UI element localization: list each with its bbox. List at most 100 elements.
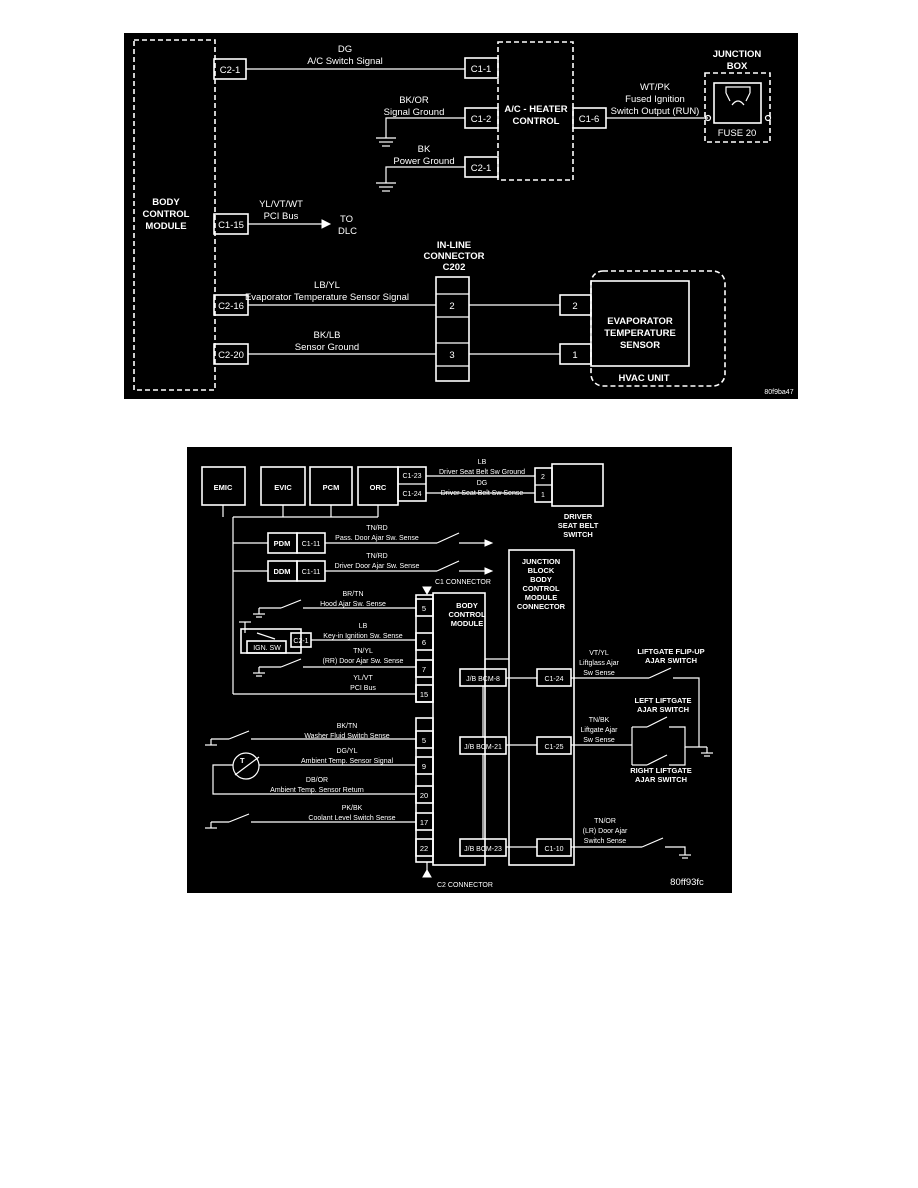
wire-tnrd1-name: Pass. Door Ajar Sw. Sense: [335, 535, 419, 542]
conn-c2-1: C2-1: [293, 638, 308, 645]
conn-c1-25: C1-25: [544, 744, 563, 751]
heater-label-1: A/C - HEATER: [504, 104, 567, 115]
wire-vtyl-name-1: Liftglass Ajar: [579, 660, 619, 667]
bcm-label-1: BODY: [456, 601, 478, 610]
c2-pin-17: 17: [420, 818, 428, 827]
bcm-label-2: CONTROL: [143, 209, 190, 220]
wire-dg-name: Driver Seat Belt Sw Sense: [441, 490, 524, 497]
wire-tnbk-name-1: Liftgate Ajar: [581, 727, 619, 734]
pci-bus-lines: [222, 505, 416, 695]
module-boxes: EMIC EVIC PCM ORC: [201, 466, 399, 506]
jb-bcm-23: J/B BCM-23: [464, 846, 502, 853]
seatbelt-pin-1: 1: [541, 492, 545, 499]
module-emic-label: EMIC: [214, 483, 233, 492]
wire-wtpk-name-1: Fused Ignition: [625, 94, 685, 105]
heater-label-2: CONTROL: [513, 116, 560, 127]
conn-c1-6: C1-6: [579, 114, 600, 125]
sensor-label-3: SENSOR: [620, 340, 660, 351]
wire-bklb-name: Sensor Ground: [295, 342, 359, 353]
fuse-label: FUSE 20: [718, 128, 757, 139]
ground-icon: [376, 137, 396, 192]
sensor-pin-2: 2: [572, 301, 577, 312]
wire-tnbk-color: TN/BK: [589, 717, 610, 724]
wire-bktn-color: BK/TN: [337, 723, 358, 730]
seatbelt-label-3: SWITCH: [563, 530, 593, 539]
wire-tnor-name-2: Switch Sense: [584, 838, 627, 845]
wire-lb-color: LB: [478, 459, 487, 466]
to-dlc-2: DLC: [338, 226, 357, 237]
jb-label-2: BLOCK: [528, 566, 555, 575]
liftgate-flip-label-2: AJAR SWITCH: [645, 656, 697, 665]
inline-label-2: CONNECTOR: [423, 251, 484, 262]
wire-lbyl-color: LB/YL: [314, 280, 340, 291]
wire-dg-name: A/C Switch Signal: [307, 56, 383, 67]
inline-pin-3: 3: [449, 350, 454, 361]
conn-c1-10: C1-10: [544, 846, 563, 853]
module-orc-label: ORC: [370, 483, 387, 492]
conn-c1-1: C1-1: [471, 64, 492, 75]
conn-c1-15: C1-15: [218, 220, 244, 231]
wire-dg-color: DG: [338, 44, 352, 55]
right-liftgate-label-1: RIGHT LIFTGATE: [630, 766, 692, 775]
conn-c2-1: C2-1: [220, 65, 241, 76]
c2-pin-20: 20: [420, 791, 428, 800]
coolant-switch-wire: [205, 813, 416, 829]
wire-dgyl-color: DG/YL: [336, 748, 357, 755]
figure-ref-2: 80ff93fc: [670, 877, 704, 888]
left-liftgate-label-2: AJAR SWITCH: [637, 705, 689, 714]
sensor-connector: 2 1: [559, 294, 592, 365]
c1-pin-15: 15: [420, 690, 428, 699]
c2-pin-22: 22: [420, 844, 428, 853]
bcm-label-3: MODULE: [145, 221, 186, 232]
c2-pin-5: 5: [422, 736, 426, 745]
conn-c1-24a: C1-24: [402, 491, 421, 498]
inline-connector-c202: 2 3: [435, 276, 470, 382]
wire-ylvtwt-name: PCI Bus: [264, 211, 299, 222]
jb-bcm-21: J/B BCM-21: [464, 744, 502, 751]
c2-pins: 5 9 20 17 22: [415, 730, 434, 857]
c2-connector-label: C2 CONNECTOR: [437, 882, 493, 889]
ambient-wires: [212, 764, 416, 795]
wire-bklb-color: BK/LB: [314, 330, 341, 341]
sensor-pin-1: 1: [572, 350, 577, 361]
door-switch-wires: [325, 532, 494, 575]
junction-box-label-2: BOX: [727, 61, 748, 72]
conn-c2-1b: C2-1: [471, 163, 492, 174]
bcm-outline: [133, 39, 216, 391]
module-pdm-label: PDM: [274, 539, 291, 548]
conn-c1-24: C1-24: [544, 676, 563, 683]
bcm-switch-diagram: EMIC EVIC PCM ORC C1-23 C1-24 LB Driver …: [187, 447, 732, 893]
wire-ylvt-name: PCI Bus: [350, 685, 376, 692]
wire-bk-name: Power Ground: [393, 156, 454, 167]
inline-label-1: IN-LINE: [437, 240, 471, 251]
bcm-connectors: C2-1 C1-15 C2-16 C2-20: [213, 58, 249, 365]
liftgate-wires: [571, 667, 713, 859]
sensor-label-2: TEMPERATURE: [604, 328, 676, 339]
conn-c1-11a: C1-11: [302, 541, 321, 548]
wire-wtpk-name-2: Switch Output (RUN): [611, 106, 700, 117]
ac-heater-diagram: BODY CONTROL MODULE C2-1 C1-15 C2-16 C2-…: [124, 33, 798, 399]
hood-switch-wire: [253, 599, 416, 618]
c1-pins: 5 6 7 15: [415, 598, 434, 703]
bcm-switch-schematic: EMIC EVIC PCM ORC C1-23 C1-24 LB Driver …: [201, 459, 713, 889]
c1-pin-7: 7: [422, 665, 426, 674]
bcm-label-1: BODY: [152, 197, 180, 208]
jb-label-4: CONTROL: [522, 584, 559, 593]
inline-label-3: C202: [443, 262, 466, 273]
wire-tnrd2-name: Driver Door Ajar Sw. Sense: [335, 563, 420, 570]
wire-pkbk-color: PK/BK: [342, 805, 363, 812]
wire-dgyl-name: Ambient Temp. Sensor Signal: [301, 758, 394, 765]
wire-pkbk-name: Coolant Level Switch Sense: [308, 815, 395, 822]
wire-ylvtwt-color: YL/VT/WT: [259, 199, 303, 210]
jb-label-5: MODULE: [525, 593, 558, 602]
conn-c1-23: C1-23: [402, 473, 421, 480]
wire-lbyl-name: Evaporator Temperature Sensor Signal: [245, 292, 409, 303]
wire-tnor-color: TN/OR: [594, 818, 616, 825]
wire-bkor-name: Signal Ground: [384, 107, 445, 118]
module-evic-label: EVIC: [274, 483, 292, 492]
right-liftgate-label-2: AJAR SWITCH: [635, 775, 687, 784]
wire-brtn-color: BR/TN: [343, 591, 364, 598]
figure-ref-1: 80f9ba47: [764, 389, 793, 396]
inline-pin-2: 2: [449, 301, 454, 312]
washer-switch-wire: [205, 730, 416, 746]
